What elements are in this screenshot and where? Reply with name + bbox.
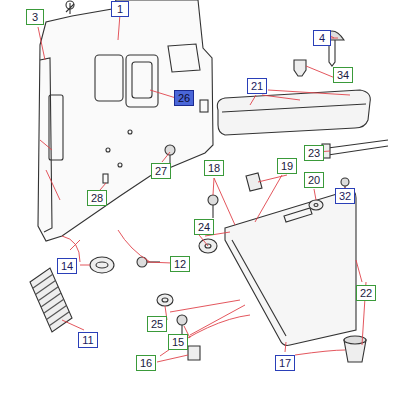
callout-number: 18 bbox=[204, 160, 224, 176]
callout-number: 27 bbox=[151, 163, 171, 179]
callout-number: 22 bbox=[356, 285, 376, 301]
callout-number: 11 bbox=[78, 332, 97, 348]
callout-number: 4 bbox=[313, 30, 331, 46]
callout-number: 25 bbox=[147, 316, 167, 332]
callout-number: 26 bbox=[174, 90, 194, 106]
callout-number: 16 bbox=[136, 355, 156, 371]
callout-number: 12 bbox=[170, 256, 190, 272]
callout-number: 28 bbox=[87, 190, 107, 206]
callout-number: 3 bbox=[26, 9, 44, 25]
callout-number: 24 bbox=[194, 219, 214, 235]
callout-number: 21 bbox=[247, 78, 267, 94]
callout-number: 1 bbox=[111, 1, 129, 17]
callout-number: 23 bbox=[304, 145, 324, 161]
callout-number: 17 bbox=[275, 355, 295, 371]
callout-number: 19 bbox=[277, 158, 297, 174]
callout-number: 14 bbox=[57, 258, 77, 274]
callout-number: 15 bbox=[168, 334, 188, 350]
callout-number: 34 bbox=[333, 67, 353, 83]
callout-number: 20 bbox=[304, 172, 324, 188]
callout-number: 32 bbox=[335, 188, 355, 204]
